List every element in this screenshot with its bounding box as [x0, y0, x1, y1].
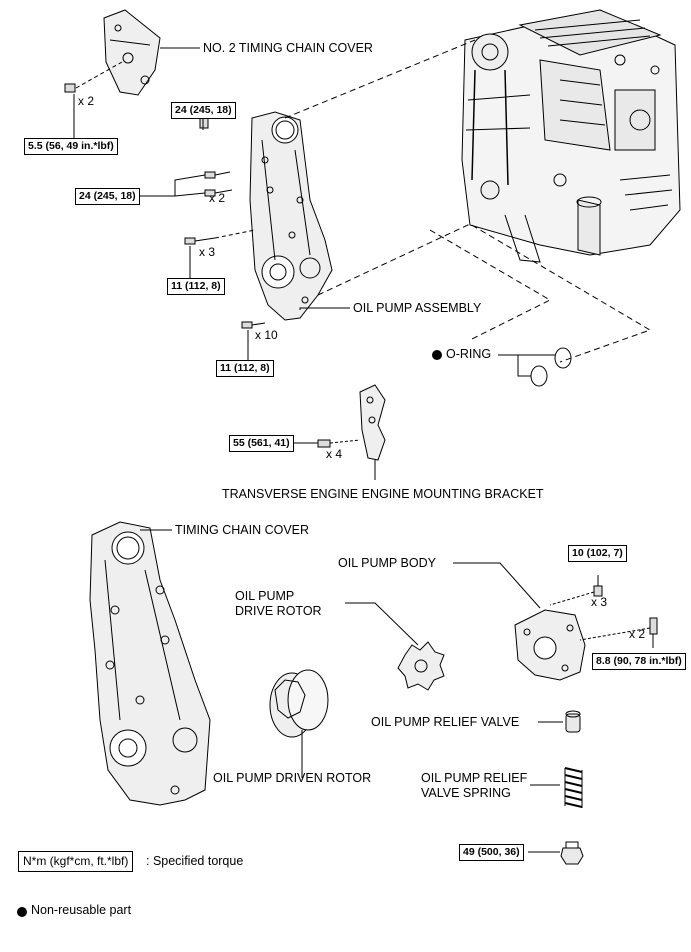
- label-o-ring: O-RING: [446, 347, 492, 361]
- torque-bolt-x3: 11 (112, 8): [167, 278, 225, 295]
- label-drive-rotor: OIL PUMP DRIVE ROTOR: [235, 589, 322, 618]
- qty-pump-body-x2: x 2: [629, 627, 646, 641]
- torque-plug: 49 (500, 36): [459, 844, 524, 861]
- legend-dot-icon: [17, 907, 27, 917]
- legend-torque-desc: : Specified torque: [146, 854, 244, 868]
- plug-illustration: [560, 841, 584, 865]
- label-relief-valve: OIL PUMP RELIEF VALVE: [371, 715, 520, 729]
- qty-bolt-x2: x 2: [209, 191, 226, 205]
- torque-stud: 24 (245, 18): [171, 102, 236, 119]
- mounting-bracket-illustration: [359, 384, 386, 461]
- torque-pump-body-x3: 10 (102, 7): [568, 545, 627, 562]
- qty-pump-body-x3: x 3: [591, 595, 608, 609]
- legend-non-reusable: Non-reusable part: [31, 903, 132, 917]
- timing-chain-cover-illustration: [89, 521, 211, 806]
- torque-bolt-x2: 24 (245, 18): [75, 188, 140, 205]
- relief-valve-illustration: [565, 710, 581, 733]
- qty-no2-cover: x 2: [78, 94, 95, 108]
- legend-torque-unit: N*m (kgf*cm, ft.*lbf): [18, 851, 134, 872]
- label-no2-timing-chain-cover: NO. 2 TIMING CHAIN COVER: [203, 41, 373, 55]
- torque-bolt-x10: 11 (112, 8): [216, 360, 274, 377]
- driven-rotor-illustration: [269, 669, 329, 738]
- oil-pump-body-illustration: [514, 609, 586, 681]
- non-reusable-dot-icon: [432, 350, 442, 360]
- label-timing-chain-cover: TIMING CHAIN COVER: [175, 523, 310, 537]
- no2-timing-chain-cover-illustration: [103, 9, 161, 96]
- oil-pump-assembly-illustration: [249, 111, 333, 321]
- qty-bolt-x3: x 3: [199, 245, 216, 259]
- torque-no2-cover-bolt: 5.5 (56, 49 in.*lbf): [24, 138, 118, 155]
- qty-bracket-bolt: x 4: [326, 447, 343, 461]
- bolt-icons: [64, 83, 266, 329]
- drive-rotor-illustration: [397, 641, 445, 691]
- relief-valve-spring-illustration: [564, 767, 583, 808]
- label-relief-valve-spring: OIL PUMP RELIEF VALVE SPRING: [421, 771, 528, 800]
- label-mounting-bracket: TRANSVERSE ENGINE ENGINE MOUNTING BRACKE…: [222, 487, 544, 501]
- torque-pump-body-x2: 8.8 (90, 78 in.*lbf): [592, 653, 686, 670]
- label-driven-rotor: OIL PUMP DRIVEN ROTOR: [213, 771, 372, 785]
- label-oil-pump-assembly: OIL PUMP ASSEMBLY: [353, 301, 482, 315]
- qty-bolt-x10: x 10: [255, 328, 278, 342]
- torque-bracket-bolt: 55 (561, 41): [229, 435, 294, 452]
- engine-block-illustration: [461, 9, 681, 263]
- o-ring-illustration: [530, 347, 572, 387]
- label-oil-pump-body: OIL PUMP BODY: [338, 556, 436, 570]
